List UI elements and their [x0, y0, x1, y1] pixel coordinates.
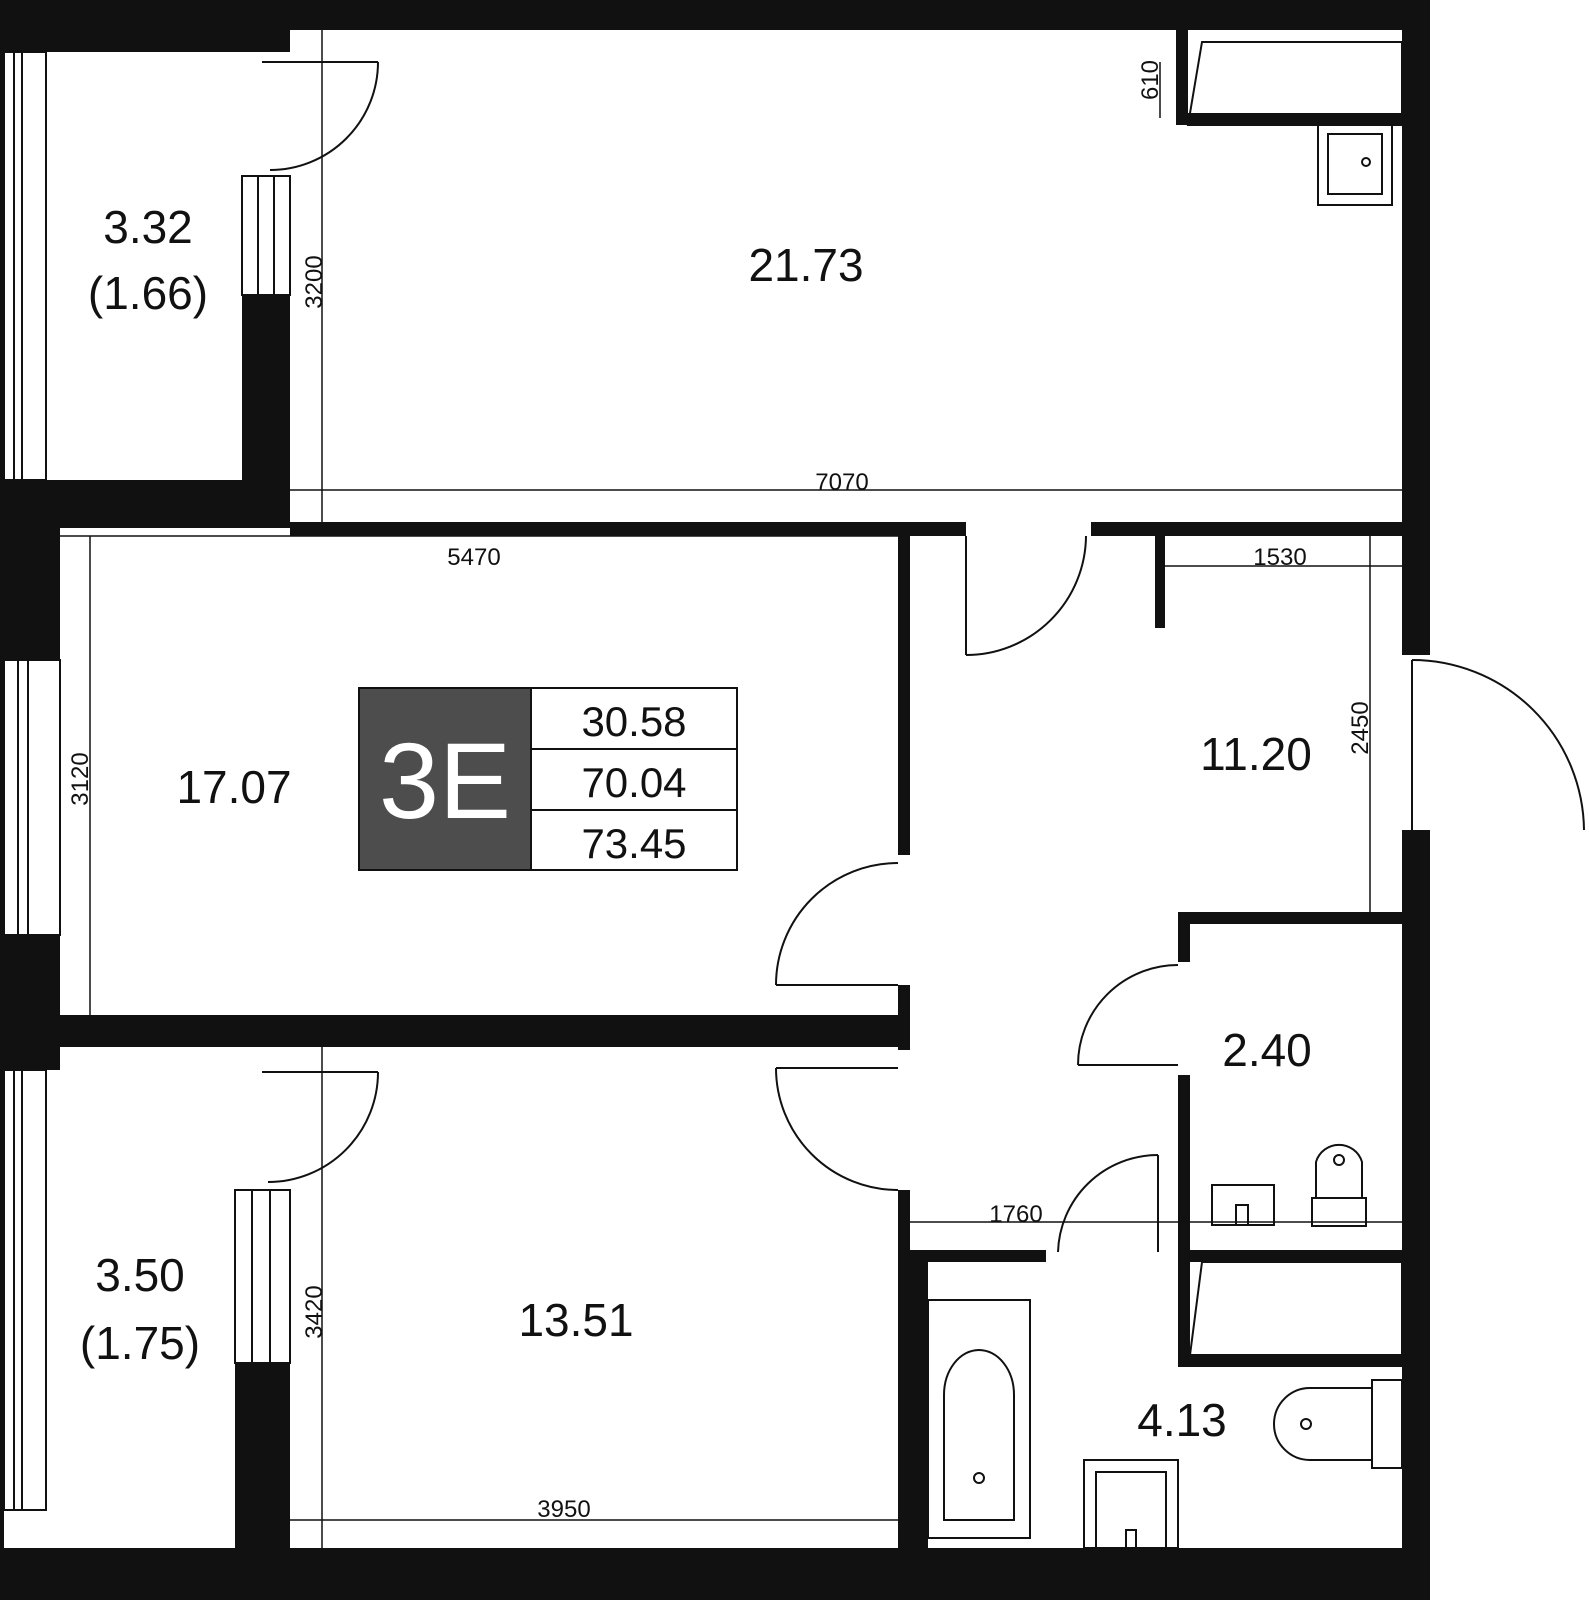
- dim-label-3950: 3950: [537, 1496, 590, 1523]
- badge-value-living-area: 30.58: [581, 698, 686, 745]
- room-area-hall: 11.20: [1200, 728, 1312, 780]
- toilet-icon: [1273, 1387, 1373, 1461]
- sink-icon: [1083, 1459, 1179, 1549]
- dimension-lines: [60, 30, 1402, 1548]
- walls: [0, 0, 1430, 1600]
- room-area-bedroom-2: 13.51: [518, 1294, 633, 1346]
- dim-label-3120: 3120: [67, 752, 94, 805]
- room-area-balcony-top: 3.32: [103, 201, 193, 253]
- apartment-badge: 3E 30.58 70.04 73.45: [358, 687, 738, 871]
- room-area-kitchen-living: 21.73: [748, 239, 863, 291]
- sink-icon: [1317, 124, 1393, 206]
- dim-label-1530: 1530: [1253, 544, 1306, 571]
- badge-value-total-area: 70.04: [581, 759, 686, 806]
- badge-code-box: [358, 687, 532, 871]
- fixtures: [927, 41, 1403, 1549]
- area-labels: 3.32 (1.66) 21.73 17.07 11.20 2.40 3.50 …: [80, 201, 1312, 1446]
- doors: [262, 61, 1585, 1253]
- badge-code: 3E: [379, 720, 511, 841]
- dim-label-5470: 5470: [447, 544, 500, 571]
- dim-label-2450: 2450: [1347, 701, 1374, 754]
- room-area-balcony-bottom: 3.50: [95, 1249, 185, 1301]
- dim-label-610: 610: [1137, 60, 1164, 100]
- windows: [3, 51, 291, 1511]
- room-subarea-balcony-top: (1.66): [88, 267, 208, 319]
- dim-label-1760: 1760: [989, 1201, 1042, 1228]
- room-area-bathroom: 4.13: [1137, 1394, 1227, 1446]
- room-subarea-balcony-bottom: (1.75): [80, 1317, 200, 1369]
- dimension-labels: 610 3200 7070 5470 1530 2450 3120 1760 3…: [67, 60, 1374, 1523]
- room-area-bedroom-1: 17.07: [176, 761, 291, 813]
- room-area-wc: 2.40: [1222, 1024, 1312, 1076]
- badge-value-total-area-with-balconies: 73.45: [581, 820, 686, 867]
- dim-label-3420: 3420: [301, 1285, 328, 1338]
- bathtub-icon: [927, 1299, 1031, 1539]
- dim-label-7070: 7070: [815, 469, 868, 496]
- dim-label-3200: 3200: [301, 255, 328, 308]
- badge-values-box: [530, 687, 738, 871]
